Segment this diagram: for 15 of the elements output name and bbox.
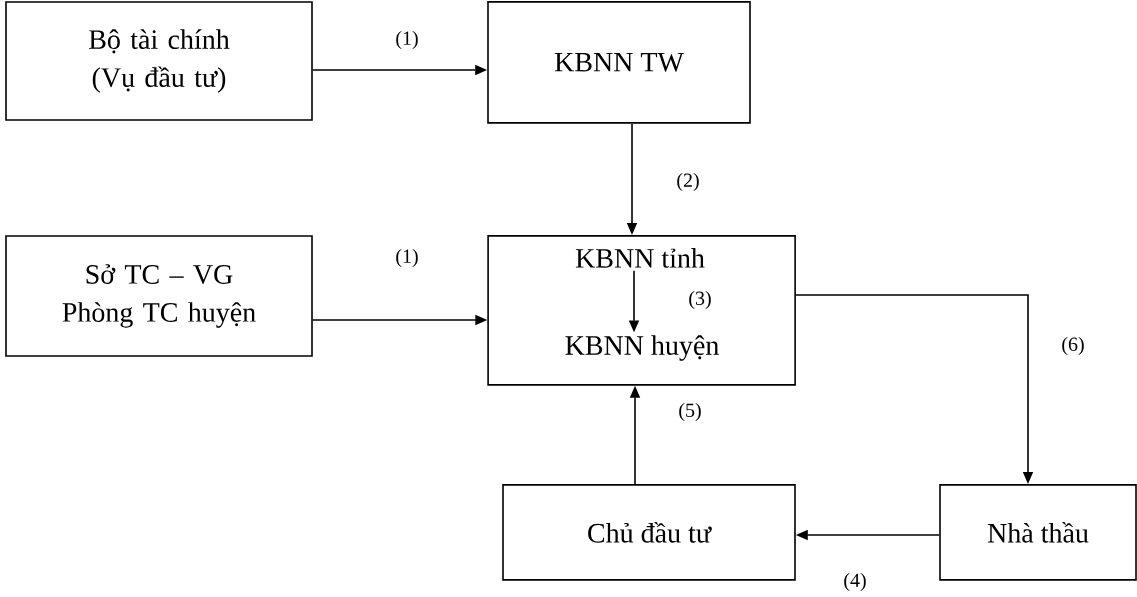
edge-label: (5): [676, 400, 704, 424]
process-box: KBNN TW: [487, 1, 751, 124]
edge-label: (6): [1059, 334, 1087, 358]
node-text: KBNN huyện: [565, 335, 719, 361]
edge-label: (1): [393, 246, 421, 270]
edge-label: (3): [686, 288, 714, 312]
edge-label: (2): [674, 170, 702, 194]
process-box: Chủ đầu tư: [502, 484, 796, 581]
node-text: KBNN tỉnh: [575, 248, 705, 268]
edge-label: (1): [393, 28, 421, 52]
process-box: Sở TC – VG Phòng TC huyện: [5, 235, 313, 357]
group-box: [487, 235, 796, 386]
process-box: Nhà thầu: [939, 484, 1137, 581]
edge-label: (4): [841, 570, 869, 594]
process-box: Bộ tài chính (Vụ đầu tư): [5, 1, 313, 121]
